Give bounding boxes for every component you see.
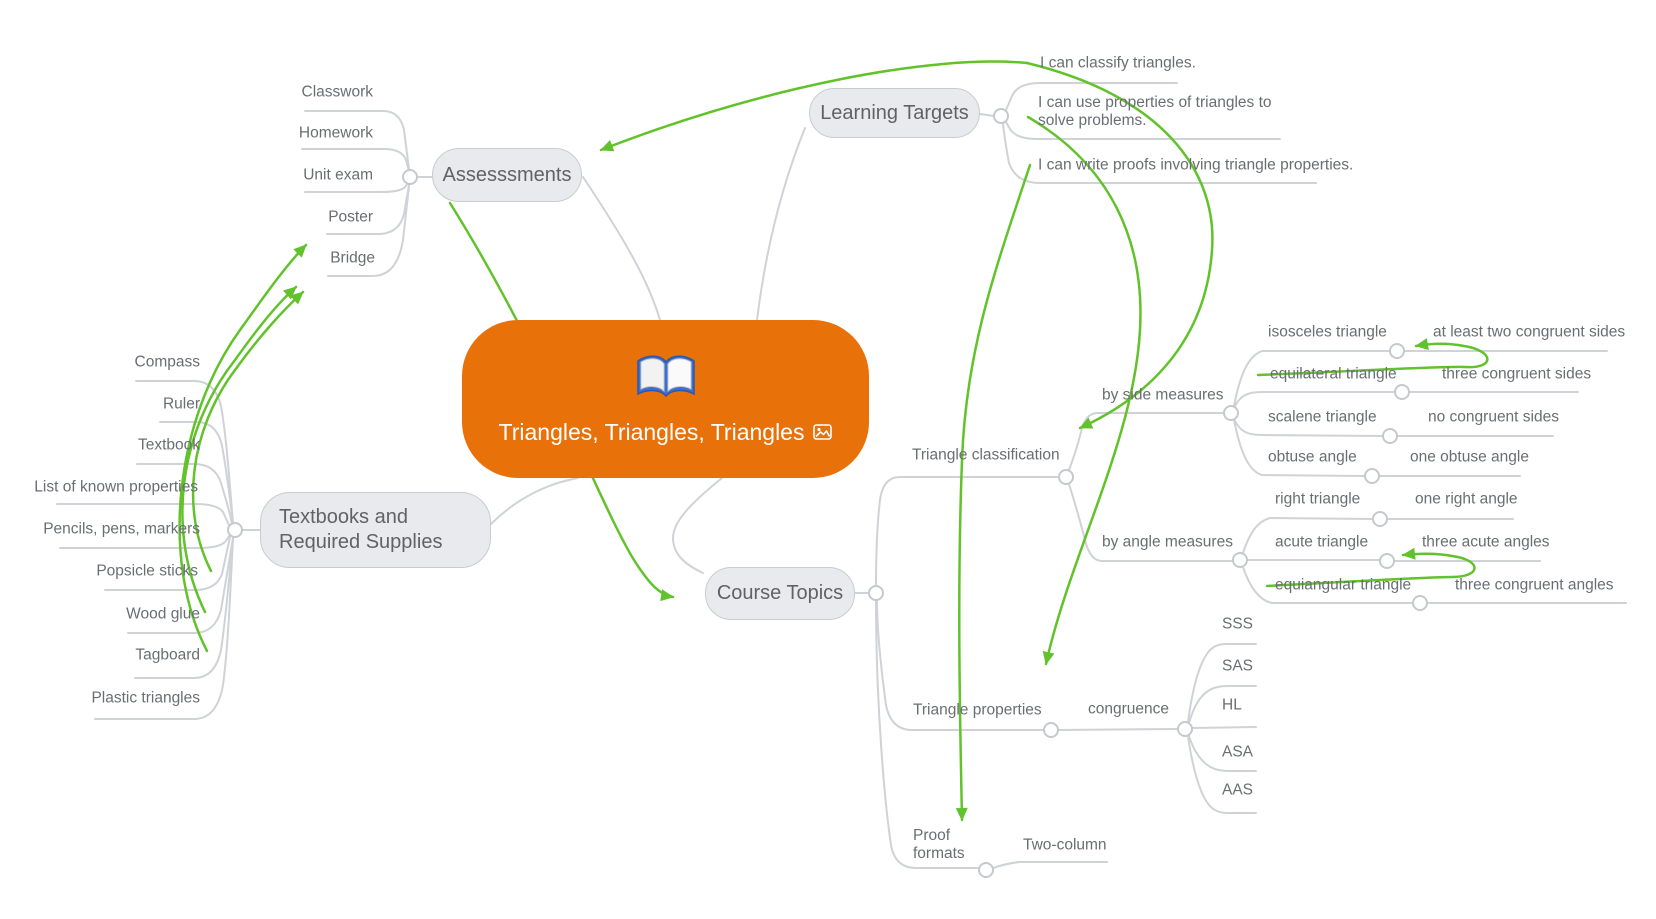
- node-known-properties[interactable]: List of known properties: [34, 478, 198, 496]
- node-hl[interactable]: HL: [1222, 696, 1242, 714]
- arrow-useprops-to-properties: [1026, 115, 1142, 666]
- toggle-congruence: [1177, 721, 1193, 737]
- node-equiangular[interactable]: equiangular triangle: [1275, 576, 1412, 594]
- node-scalene-desc[interactable]: no congruent sides: [1428, 408, 1559, 426]
- node-scalene[interactable]: scalene triangle: [1268, 408, 1377, 426]
- node-sas[interactable]: SAS: [1222, 657, 1254, 675]
- toggle-learning-targets: [993, 108, 1009, 124]
- toggle-obtuse: [1364, 468, 1380, 484]
- tree-links: [56, 82, 1627, 869]
- toggle-assessments: [402, 169, 418, 185]
- arrow-tagboard-to-poster: [178, 243, 308, 653]
- node-supplies-label: Textbooks and Required Supplies: [279, 506, 443, 553]
- toggle-right: [1372, 511, 1388, 527]
- toggle-equiangular: [1412, 595, 1428, 611]
- node-obtuse-desc[interactable]: one obtuse angle: [1410, 448, 1529, 466]
- node-classwork[interactable]: Classwork: [301, 83, 373, 101]
- toggle-scalene: [1382, 428, 1398, 444]
- book-icon: [633, 352, 699, 409]
- node-assessments-label: Assesssments: [442, 163, 572, 186]
- arrow-writeproofs-to-proofformats: [955, 163, 1032, 822]
- arrow-assessments-to-coursetopics: [448, 201, 675, 602]
- node-learning-targets-label: Learning Targets: [820, 101, 969, 124]
- node-write-proofs[interactable]: I can write proofs involving triangle pr…: [1038, 156, 1354, 174]
- toggle-properties: [1043, 722, 1059, 738]
- toggle-supplies: [227, 522, 243, 538]
- arrow-equiangular-to-acute: [1265, 547, 1476, 588]
- node-textbook[interactable]: Textbook: [137, 436, 200, 454]
- node-classify-triangles[interactable]: I can classify triangles.: [1040, 54, 1196, 72]
- node-triangle-classification[interactable]: Triangle classification: [912, 446, 1060, 464]
- node-by-side-measures[interactable]: by side measures: [1102, 386, 1224, 404]
- node-ruler[interactable]: Ruler: [162, 395, 200, 413]
- toggle-acute: [1379, 553, 1395, 569]
- node-acute-desc[interactable]: three acute angles: [1422, 533, 1550, 551]
- node-poster[interactable]: Poster: [328, 208, 373, 226]
- toggle-equilateral: [1394, 384, 1410, 400]
- node-triangle-properties[interactable]: Triangle properties: [913, 701, 1042, 719]
- node-obtuse[interactable]: obtuse angle: [1268, 448, 1357, 466]
- node-plastic-triangles[interactable]: Plastic triangles: [91, 689, 200, 707]
- node-two-column[interactable]: Two-column: [1023, 836, 1107, 854]
- arrow-classify-to-assessments: [599, 60, 1029, 152]
- node-homework[interactable]: Homework: [298, 124, 373, 142]
- node-learning-targets[interactable]: Learning Targets: [809, 88, 980, 138]
- toggle-isosceles: [1389, 343, 1405, 359]
- image-icon[interactable]: [813, 419, 833, 446]
- node-compass[interactable]: Compass: [134, 353, 200, 371]
- arrow-equilateral-to-isosceles: [1256, 338, 1489, 377]
- toggle-classification: [1058, 469, 1074, 485]
- node-asa[interactable]: ASA: [1222, 743, 1254, 761]
- node-use-properties[interactable]: I can use properties of triangles to sol…: [1038, 94, 1272, 129]
- node-isosceles-desc[interactable]: at least two congruent sides: [1433, 323, 1626, 341]
- node-right-desc[interactable]: one right angle: [1415, 490, 1518, 508]
- node-equiangular-desc[interactable]: three congruent angles: [1455, 576, 1614, 594]
- node-congruence[interactable]: congruence: [1088, 700, 1170, 718]
- node-course-topics-label: Course Topics: [716, 582, 844, 604]
- node-popsicle-sticks[interactable]: Popsicle sticks: [96, 562, 198, 580]
- root-title[interactable]: Triangles, Triangles, Triangles: [498, 419, 805, 445]
- node-course-topics[interactable]: Course Topics: [705, 567, 855, 620]
- node-wood-glue[interactable]: Wood glue: [126, 605, 200, 623]
- node-bridge[interactable]: Bridge: [330, 249, 375, 267]
- node-right-triangle[interactable]: right triangle: [1275, 490, 1361, 508]
- node-equilateral[interactable]: equilateral triangle: [1270, 365, 1397, 383]
- arrow-woodglue-to-bridge: [181, 285, 298, 614]
- root-node[interactable]: Triangles, Triangles, Triangles: [462, 320, 869, 478]
- node-by-angle-measures[interactable]: by angle measures: [1102, 533, 1233, 551]
- arrow-classify-to-classification: [1025, 61, 1214, 430]
- toggle-course-topics: [868, 585, 884, 601]
- node-supplies[interactable]: Textbooks and Required Supplies: [260, 492, 491, 568]
- node-isosceles[interactable]: isosceles triangle: [1268, 323, 1387, 341]
- node-sss[interactable]: SSS: [1222, 615, 1254, 633]
- node-pencils[interactable]: Pencils, pens, markers: [43, 520, 200, 538]
- node-aas[interactable]: AAS: [1222, 781, 1254, 799]
- arrow-popsicle-to-bridge: [191, 290, 305, 573]
- node-assessments[interactable]: Assesssments: [432, 148, 582, 202]
- toggle-by-angle: [1232, 552, 1248, 568]
- node-proof-formats[interactable]: Proof formats: [913, 827, 965, 862]
- node-unit-exam[interactable]: Unit exam: [303, 166, 373, 184]
- node-tagboard[interactable]: Tagboard: [135, 646, 200, 664]
- node-acute[interactable]: acute triangle: [1275, 533, 1369, 551]
- toggle-by-side: [1223, 405, 1239, 421]
- node-equilateral-desc[interactable]: three congruent sides: [1442, 365, 1592, 383]
- cross-link-arrows: [178, 60, 1489, 822]
- toggle-proof-formats: [978, 862, 994, 878]
- collapse-toggles[interactable]: [227, 108, 1428, 878]
